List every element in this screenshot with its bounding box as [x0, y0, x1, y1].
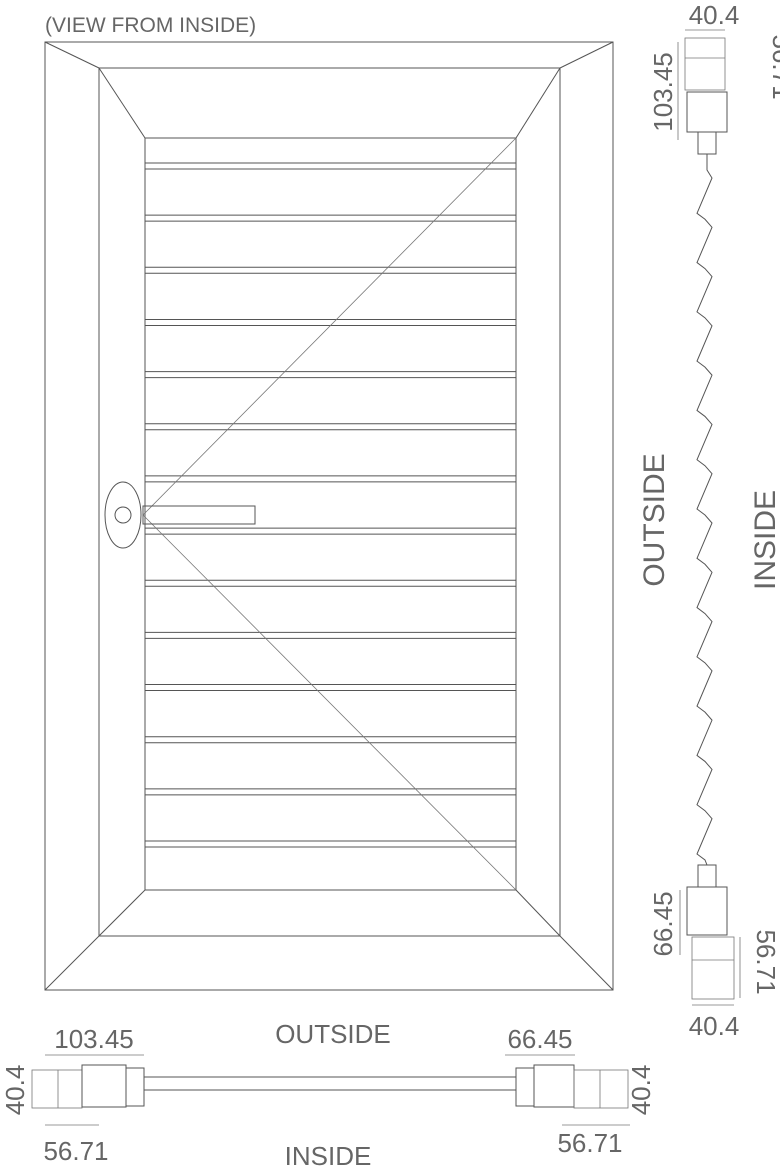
- handle: [104, 481, 256, 549]
- horizontal-section: [31, 1054, 630, 1126]
- louver-slats: [145, 162, 516, 848]
- vertical-section: [677, 29, 741, 1006]
- label-outside-bottom: OUTSIDE: [275, 1019, 391, 1049]
- dim-right-depth: 56.71: [557, 1128, 622, 1158]
- window-elevation: [44, 41, 614, 991]
- label-inside-side: INSIDE: [749, 490, 780, 590]
- dim-top-depth: 56.71: [767, 34, 780, 99]
- label-inside-bottom: INSIDE: [285, 1141, 372, 1167]
- opening-indicator-line: [142, 137, 517, 516]
- louver-chain: [696, 154, 713, 866]
- label-outside-side: OUTSIDE: [638, 453, 671, 586]
- dim-left-height: 40.4: [0, 1065, 30, 1116]
- dim-right-height: 40.4: [626, 1065, 656, 1116]
- dim-top-height: 103.45: [648, 52, 678, 132]
- dim-right-length: 66.45: [507, 1024, 572, 1054]
- dim-top-width: 40.4: [689, 0, 740, 30]
- dim-left-length: 103.45: [54, 1024, 134, 1054]
- dim-bottom-height: 66.45: [648, 891, 678, 956]
- sash-frame: [98, 67, 561, 937]
- view-title: (VIEW FROM INSIDE): [45, 14, 256, 37]
- glass-area: [144, 137, 517, 891]
- dim-bottom-width: 40.4: [689, 1011, 740, 1041]
- opening-indicator-line: [142, 514, 517, 891]
- dim-left-depth: 56.71: [43, 1136, 108, 1166]
- dim-bottom-depth: 56.71: [751, 929, 780, 994]
- outer-frame: [44, 41, 614, 991]
